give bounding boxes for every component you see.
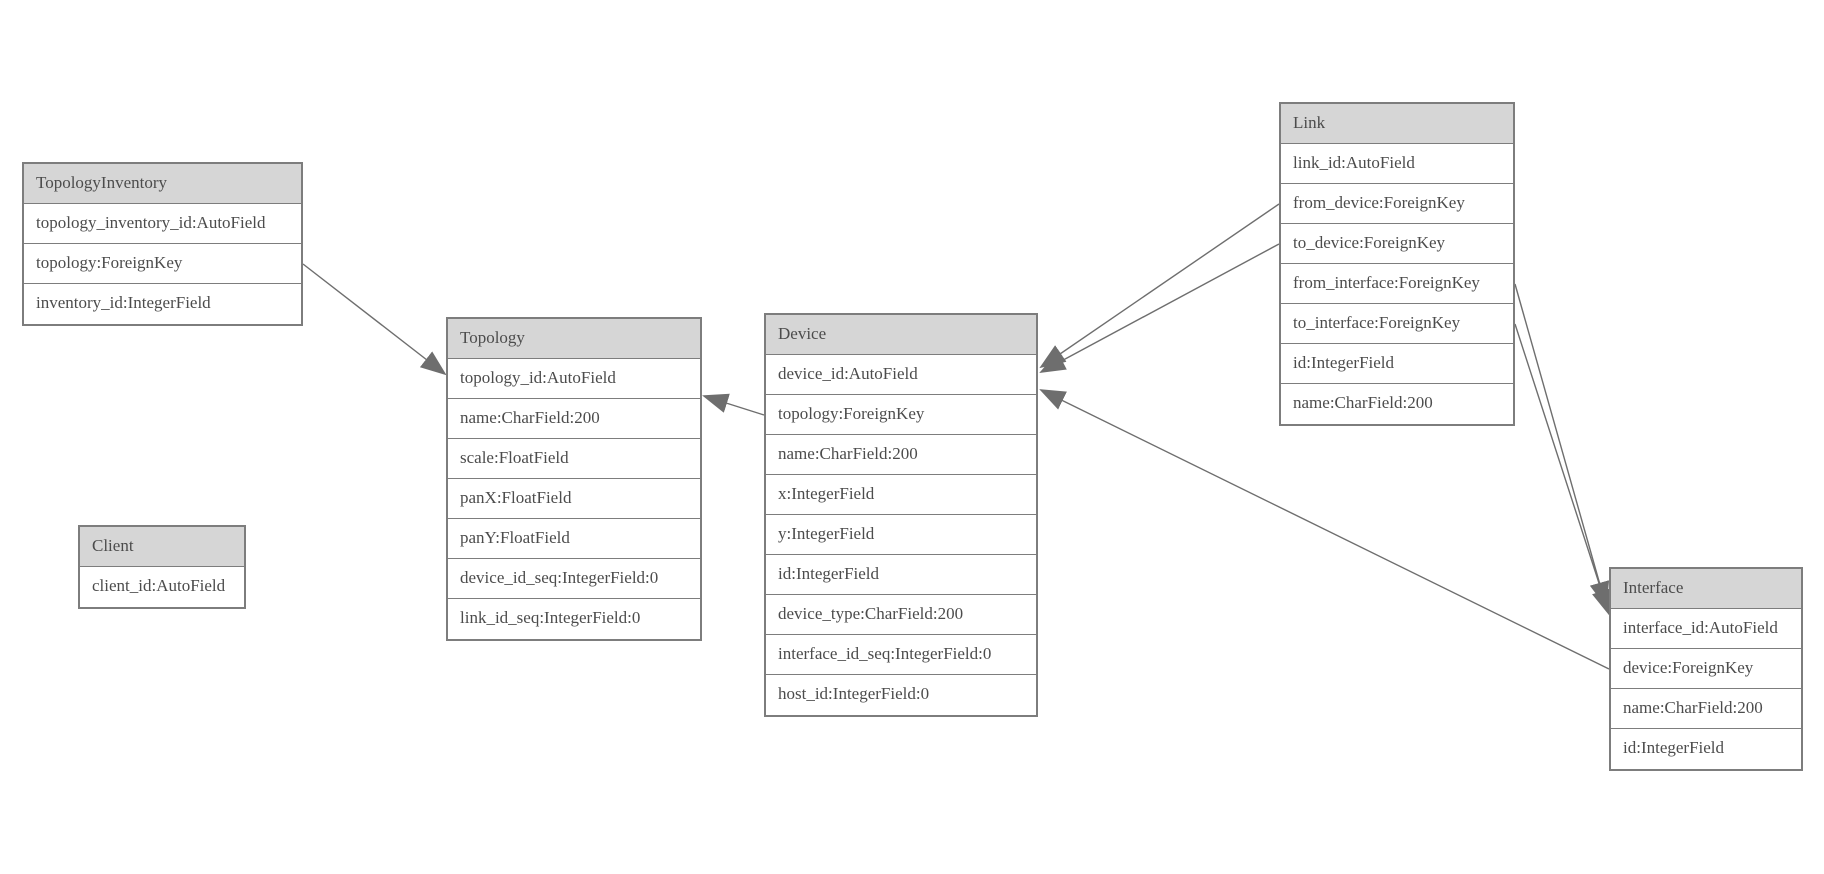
entity-field-row: topology_id:AutoField [448, 359, 700, 399]
entity-field-row: y:IntegerField [766, 515, 1036, 555]
entity-field-row: name:CharField:200 [1611, 689, 1801, 729]
entity-field-row: interface_id:AutoField [1611, 609, 1801, 649]
entity-field-row: id:IntegerField [766, 555, 1036, 595]
entity-field-row: device_id:AutoField [766, 355, 1036, 395]
entity-field-row: device_id_seq:IntegerField:0 [448, 559, 700, 599]
entity-title-topologyinventory: TopologyInventory [24, 164, 301, 204]
entity-field-row: name:CharField:200 [766, 435, 1036, 475]
entity-field-row: from_device:ForeignKey [1281, 184, 1513, 224]
entity-field-row: name:CharField:200 [448, 399, 700, 439]
entity-field-row: device:ForeignKey [1611, 649, 1801, 689]
entity-field-row: to_device:ForeignKey [1281, 224, 1513, 264]
entity-field-row: to_interface:ForeignKey [1281, 304, 1513, 344]
entity-field-row: inventory_id:IntegerField [24, 284, 301, 324]
entity-field-row: interface_id_seq:IntegerField:0 [766, 635, 1036, 675]
entity-field-row: topology:ForeignKey [24, 244, 301, 284]
entity-field-row: topology:ForeignKey [766, 395, 1036, 435]
relationship-device-topology-to-topology [702, 393, 765, 416]
relationship-link-from_interface-to-interface [1514, 283, 1610, 608]
entity-field-row: topology_inventory_id:AutoField [24, 204, 301, 244]
relationship-interface-device-to-device [1039, 389, 1610, 670]
entity-field-row: link_id:AutoField [1281, 144, 1513, 184]
entity-field-row: device_type:CharField:200 [766, 595, 1036, 635]
entity-title-topology: Topology [448, 319, 700, 359]
relationship-topologyinventory-topology-to-topology [302, 263, 447, 376]
entity-field-row: client_id:AutoField [80, 567, 244, 607]
entity-title-interface: Interface [1611, 569, 1801, 609]
entity-field-row: scale:FloatField [448, 439, 700, 479]
entity-title-link: Link [1281, 104, 1513, 144]
entity-field-row: x:IntegerField [766, 475, 1036, 515]
entity-title-device: Device [766, 315, 1036, 355]
relationship-link-to_device-to-device [1039, 243, 1280, 373]
entity-field-row: id:IntegerField [1611, 729, 1801, 769]
entity-title-client: Client [80, 527, 244, 567]
entity-field-row: id:IntegerField [1281, 344, 1513, 384]
entity-field-row: panX:FloatField [448, 479, 700, 519]
entity-field-row: host_id:IntegerField:0 [766, 675, 1036, 715]
relationship-link-to_interface-to-interface [1514, 323, 1612, 616]
entity-field-row: name:CharField:200 [1281, 384, 1513, 424]
entity-field-row: link_id_seq:IntegerField:0 [448, 599, 700, 639]
relationship-edges [302, 203, 1612, 670]
relationship-link-from_device-to-device [1039, 203, 1280, 369]
entity-field-row: panY:FloatField [448, 519, 700, 559]
entity-field-row: from_interface:ForeignKey [1281, 264, 1513, 304]
